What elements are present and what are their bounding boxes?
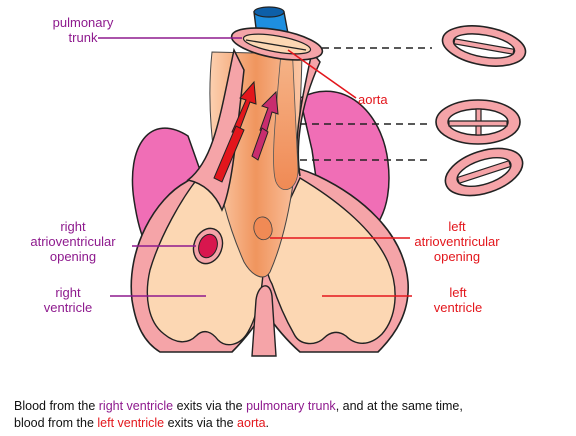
label-pulmonary-trunk: pulmonary trunk: [52, 15, 114, 45]
caption-line-2: blood from the left ventricle exits via …: [14, 416, 270, 430]
pulmonary-valve-slit: [245, 39, 307, 51]
valve-icon-mitral: [444, 147, 524, 197]
label-left-ventricle: left ventricle: [433, 285, 483, 315]
label-aorta: aorta: [358, 92, 388, 107]
pulmonary-wall-right: [296, 50, 321, 177]
valve-icon-pulmonary: [441, 25, 527, 67]
label-left-av-opening: left atrioventricular opening: [414, 219, 500, 264]
caption: Blood from the right ventricle exits via…: [14, 398, 570, 432]
left-av-valve: [253, 216, 273, 240]
label-right-av-opening: right atrioventricular opening: [30, 219, 116, 264]
caption-line-1: Blood from the right ventricle exits via…: [14, 399, 463, 413]
vessel-blue-rim: [253, 6, 285, 18]
right-av-opening-hole: [198, 233, 218, 259]
valve-icon-aortic: [435, 99, 521, 145]
pulmonary-ring-inner: [242, 33, 312, 55]
septum: [251, 285, 277, 357]
pointer-aorta: [287, 49, 357, 99]
pulmonary-flow-shaft: [213, 125, 245, 183]
label-right-ventricle: right ventricle: [43, 285, 93, 315]
aortic-flow-shaft: [251, 127, 269, 161]
aortic-flow-arrow: [259, 90, 279, 135]
